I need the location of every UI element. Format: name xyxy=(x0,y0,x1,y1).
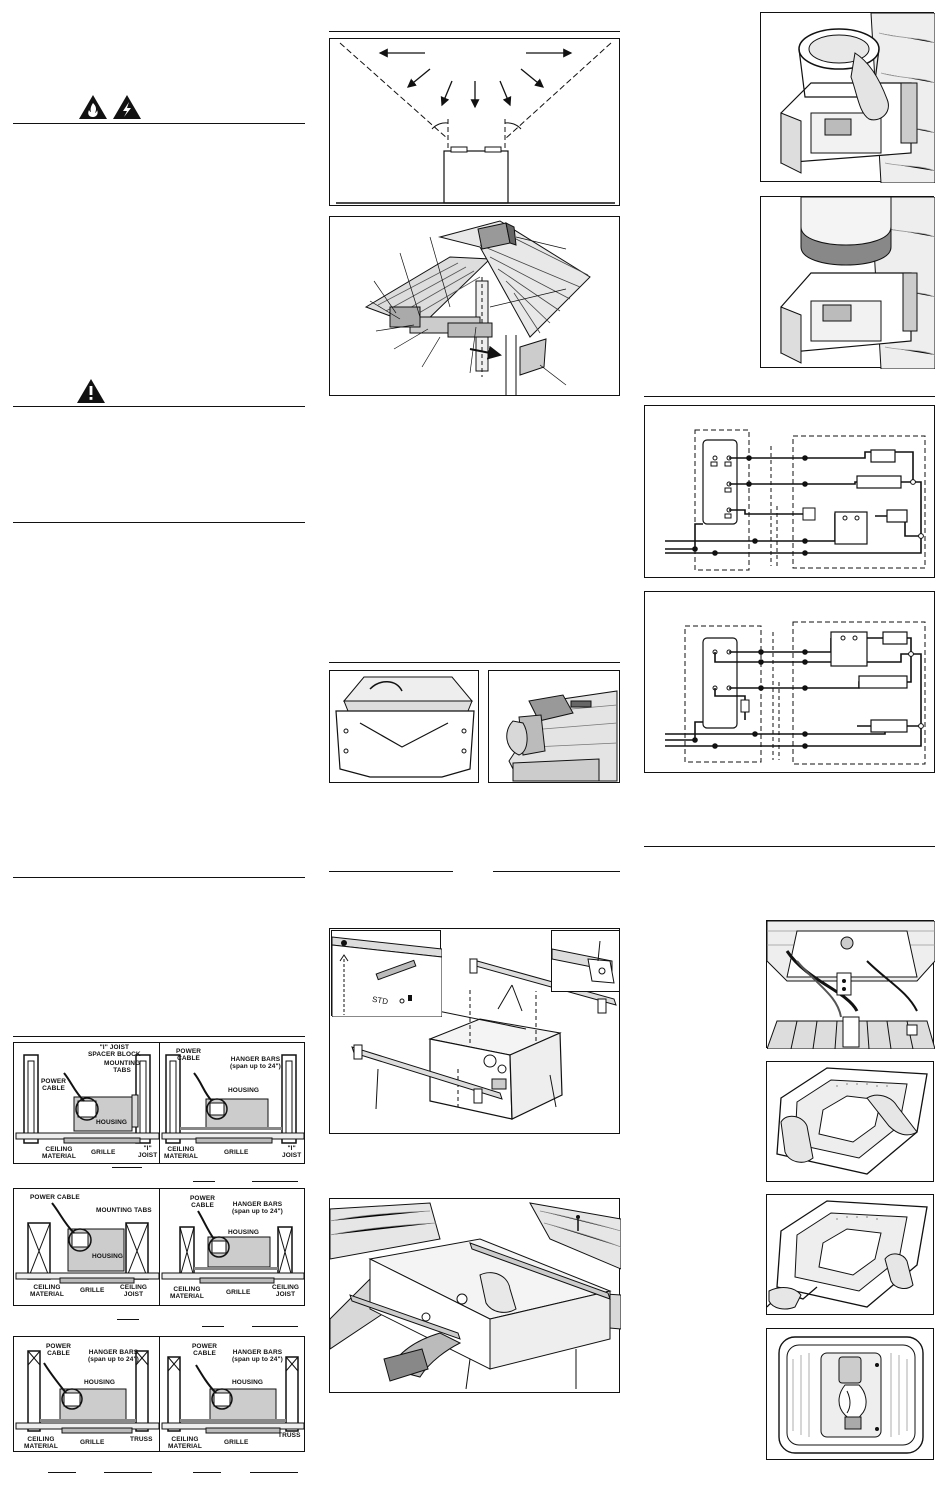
power-cable-label: POWER CABLE xyxy=(192,1343,218,1357)
duct-connector-attach-photo xyxy=(760,12,935,183)
wiring-diagram-single-switch xyxy=(644,405,935,578)
ceiling-material-label: CEILING MATERIAL xyxy=(168,1436,202,1450)
grille-label: GRILLE xyxy=(80,1287,105,1294)
housing-label: HOUSING xyxy=(228,1087,260,1094)
electric-shock-warning-icon xyxy=(112,94,142,125)
drill-fastening-photo xyxy=(488,670,620,783)
section-divider xyxy=(329,662,620,663)
housing-label: HOUSING xyxy=(228,1229,260,1236)
hanger-bar-detail-inset: STD xyxy=(331,930,442,1017)
caption-rule xyxy=(117,1319,139,1320)
i-joist-label: "I" JOIST xyxy=(138,1145,158,1159)
caution-icon xyxy=(76,378,106,409)
hammer-installation-diagram xyxy=(329,1198,621,1393)
hanger-bar-end-inset xyxy=(551,930,620,992)
ceiling-material-label: CEILING MATERIAL xyxy=(170,1286,204,1300)
i-joist-hanger-bars-diagram: POWER CABLE HANGER BARS (span up to 24")… xyxy=(159,1042,305,1164)
caption-rule xyxy=(48,1472,76,1473)
airflow-direction-diagram xyxy=(329,38,620,206)
wiring-diagram-dual-switch xyxy=(644,591,935,773)
section-divider xyxy=(13,406,305,407)
hanger-bars-label: HANGER BARS (span up to 24") xyxy=(230,1056,281,1070)
housing-std-stamp: STD xyxy=(371,995,389,1007)
power-cable-label: POWER CABLE xyxy=(30,1194,80,1201)
ceiling-material-label: CEILING MATERIAL xyxy=(42,1146,76,1160)
housing-mounting-tabs-diagram xyxy=(329,670,479,783)
housing-label: HOUSING xyxy=(84,1379,116,1386)
spacer-block-label: "I" JOIST SPACER BLOCK xyxy=(88,1044,141,1058)
truss-label: TRUSS xyxy=(130,1436,153,1443)
duct-tape-seal-photo xyxy=(760,196,935,369)
caption-rule xyxy=(193,1472,221,1473)
caption-rule xyxy=(252,1181,298,1182)
ceiling-joist-hanger-bars-diagram: POWER CABLE HANGER BARS (span up to 24")… xyxy=(159,1188,305,1306)
section-divider xyxy=(13,877,305,878)
housing-label: HOUSING xyxy=(92,1253,124,1260)
grille-plug-connection-photo xyxy=(766,920,935,1049)
ceiling-material-label: CEILING MATERIAL xyxy=(30,1284,64,1298)
truss-hanger-bars-diagram-a: POWER CABLE HANGER BARS (span up to 24")… xyxy=(13,1336,160,1452)
hanger-bars-label: HANGER BARS (span up to 24") xyxy=(232,1349,283,1363)
section-divider xyxy=(644,396,935,397)
i-joist-mounting-tabs-diagram: "I" JOIST SPACER BLOCK MOUNTING TABS POW… xyxy=(13,1042,160,1164)
power-cable-label: POWER CABLE xyxy=(46,1343,72,1357)
section-divider xyxy=(329,31,620,32)
i-joist-label: "I" JOIST xyxy=(282,1145,302,1159)
grille-label: GRILLE xyxy=(224,1439,249,1446)
ceiling-material-label: CEILING MATERIAL xyxy=(164,1146,198,1160)
section-divider xyxy=(13,522,305,523)
hanger-bars-label: HANGER BARS (span up to 24") xyxy=(88,1349,139,1363)
grille-spring-insert-photo xyxy=(766,1194,934,1315)
housing-label: HOUSING xyxy=(232,1379,264,1386)
grille-label: GRILLE xyxy=(80,1439,105,1446)
caption-rule xyxy=(112,1167,142,1168)
caption-rule xyxy=(193,1181,215,1182)
hanger-bars-label: HANGER BARS (span up to 24") xyxy=(232,1201,283,1215)
caption-rule xyxy=(252,1326,298,1327)
caption-rule xyxy=(104,1472,152,1473)
caption-rule xyxy=(493,871,620,872)
ceiling-joist-label: CEILING JOIST xyxy=(120,1284,148,1298)
power-cable-label: POWER CABLE xyxy=(190,1195,216,1209)
ceiling-material-label: CEILING MATERIAL xyxy=(24,1436,58,1450)
ceiling-joist-mounting-tabs-diagram: POWER CABLE MOUNTING TABS HOUSING CEILIN… xyxy=(13,1188,160,1306)
grille-label: GRILLE xyxy=(224,1149,249,1156)
section-divider xyxy=(13,1036,305,1037)
truss-hanger-bars-diagram-b: POWER CABLE HANGER BARS (span up to 24")… xyxy=(159,1336,305,1452)
truss-label: TRUSS xyxy=(278,1432,301,1439)
roof-duct-installation-diagram xyxy=(329,216,620,396)
hanger-bar-assembly-diagram: STD xyxy=(329,928,620,1134)
grille-label: GRILLE xyxy=(226,1289,251,1296)
housing-label: HOUSING xyxy=(96,1119,128,1126)
grille-light-bulb-photo xyxy=(766,1328,934,1460)
section-divider xyxy=(644,846,935,847)
mounting-tabs-label: MOUNTING TABS xyxy=(104,1060,141,1074)
grille-label: GRILLE xyxy=(91,1149,116,1156)
caption-rule xyxy=(250,1472,298,1473)
power-cable-label: POWER CABLE xyxy=(41,1078,67,1092)
grille-install-hands-photo xyxy=(766,1061,934,1182)
ceiling-joist-label: CEILING JOIST xyxy=(272,1284,300,1298)
caption-rule xyxy=(329,871,453,872)
mounting-tabs-label: MOUNTING TABS xyxy=(96,1207,152,1214)
caption-rule xyxy=(202,1326,224,1327)
power-cable-label: POWER CABLE xyxy=(176,1048,202,1062)
fire-warning-icon xyxy=(78,94,108,125)
section-divider xyxy=(13,123,305,124)
